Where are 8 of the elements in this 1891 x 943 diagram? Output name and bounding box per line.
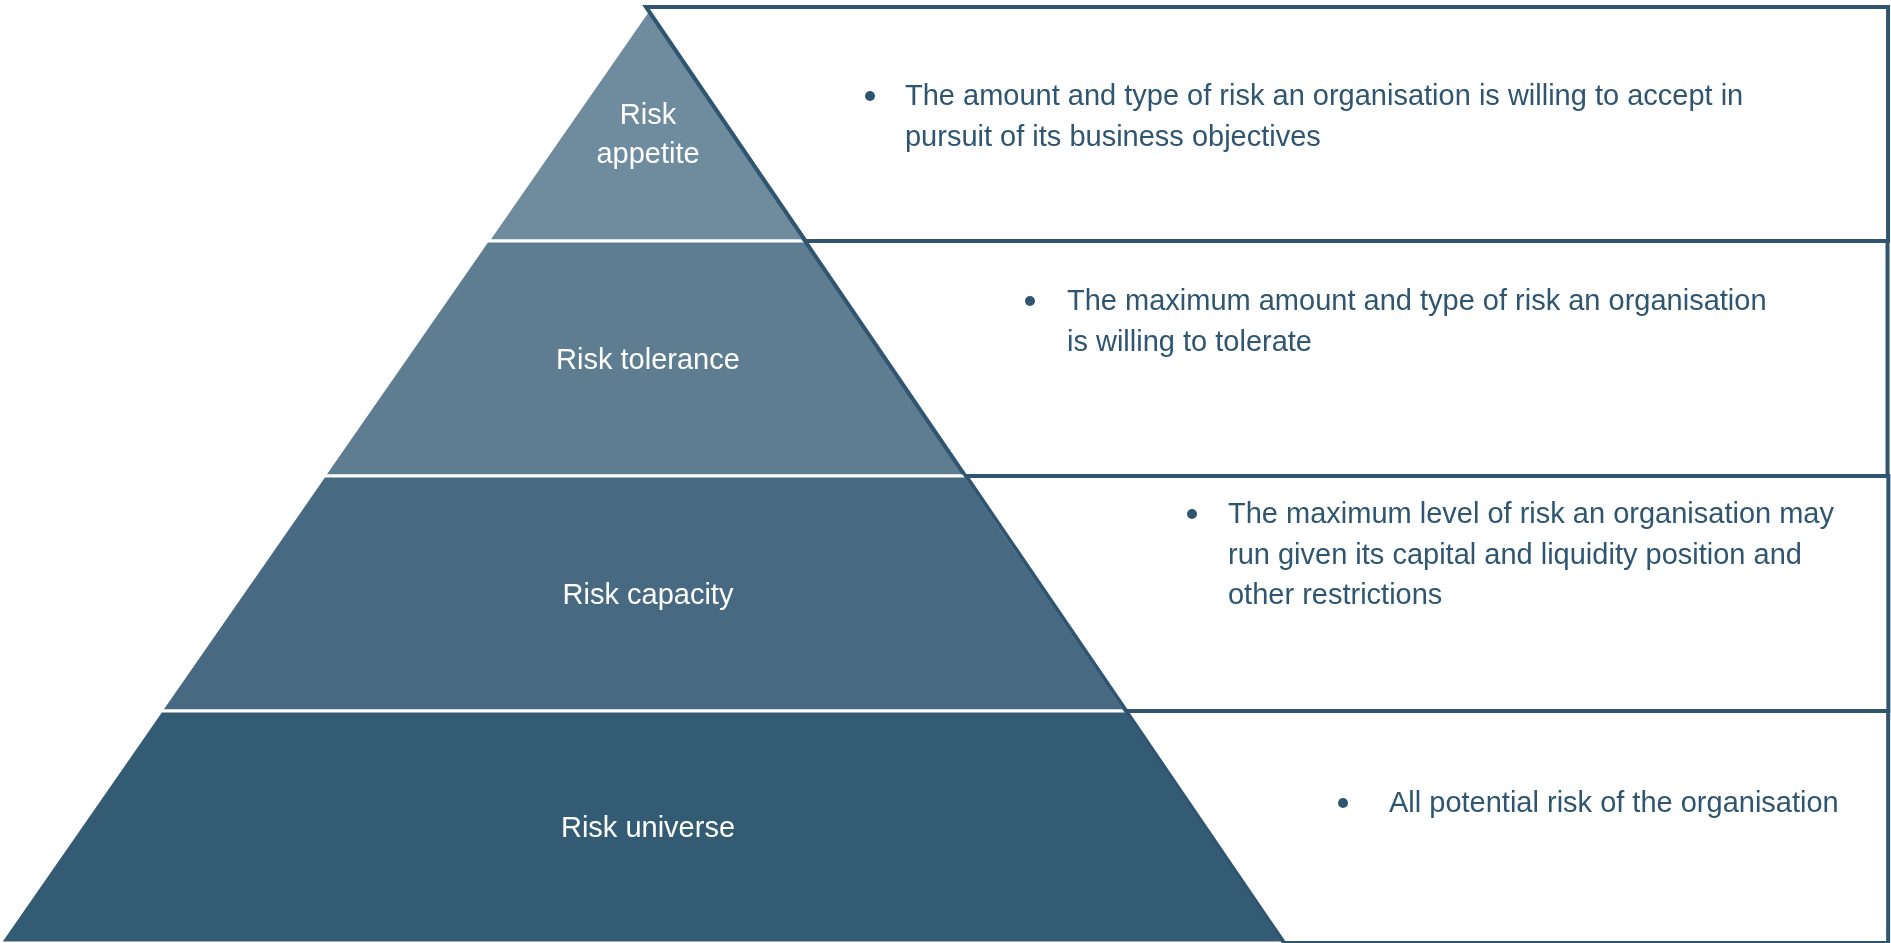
description-text: All potential risk of the organisation (1389, 785, 1840, 820)
description-text: The amount and type of risk an organisation is willing to accept in pursuit of its business objectives (905, 78, 1745, 154)
tier-label: Risk tolerance (555, 342, 741, 377)
description-text: The maximum level of risk an organisation may run given its capital and liquidity position and other restrictions (1228, 496, 1835, 613)
tier-label: Risk universe (559, 810, 737, 845)
tier-label: Risk appetite (595, 97, 701, 172)
tier-label: Risk capacity (561, 577, 735, 612)
description-text: The maximum amount and type of risk an organisation is willing to tolerate (1067, 283, 1768, 359)
